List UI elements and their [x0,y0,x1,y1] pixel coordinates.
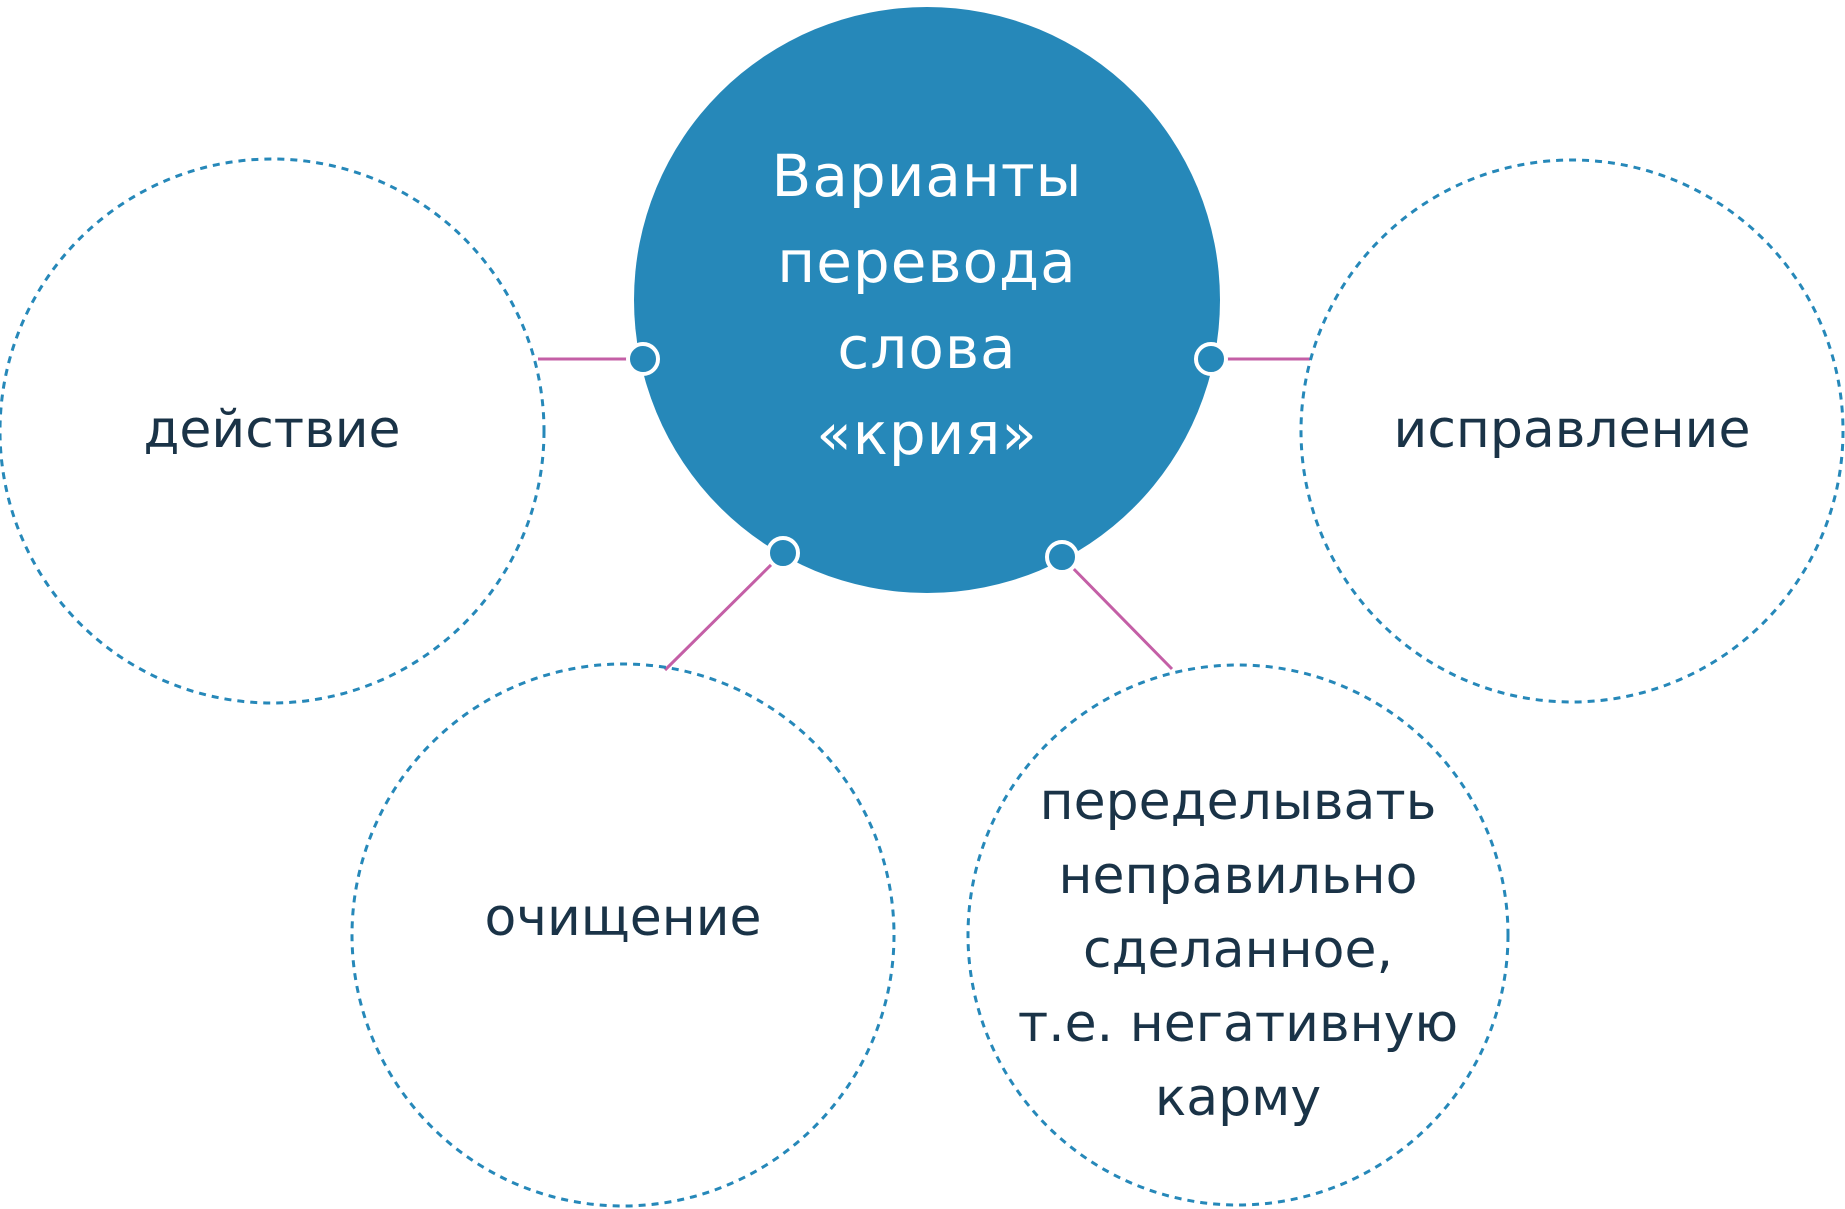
center-circle [634,7,1220,593]
node-circle-redo [966,663,1510,1207]
node-label-action: действие [40,380,504,480]
connector-dot-action [626,342,660,376]
node-label-redo: переделывать неправильно сделанное, т.е.… [1000,765,1476,1135]
node-text: переделывать [1039,772,1437,832]
node-text: карму [1154,1068,1322,1128]
node-text: т.е. негативную [1017,994,1459,1054]
node-circle-correction [1299,158,1845,704]
node-text: исправление [1393,400,1751,460]
connector-dot-redo [1045,540,1079,574]
node-label-correction: исправление [1320,380,1824,480]
node-circle-action [0,157,546,705]
node-label-cleansing: очищение [390,868,856,968]
node-text: действие [143,400,401,460]
node-text: неправильно [1058,846,1418,906]
node-circle-cleansing [350,662,896,1208]
connector-dot-correction [1194,342,1228,376]
connector-redo [1060,555,1174,671]
node-text: сделанное, [1083,920,1393,980]
node-text: очищение [484,888,762,948]
connector-cleansing [663,551,785,672]
center-title-line: перевода [777,228,1077,296]
connector-dot-cleansing [766,536,800,570]
center-title-line: Варианты [771,142,1083,210]
center-title-line: «крия» [816,400,1038,468]
center-title: Варианты перевода слова «крия» [687,130,1167,480]
center-title-line: слова [837,314,1017,382]
